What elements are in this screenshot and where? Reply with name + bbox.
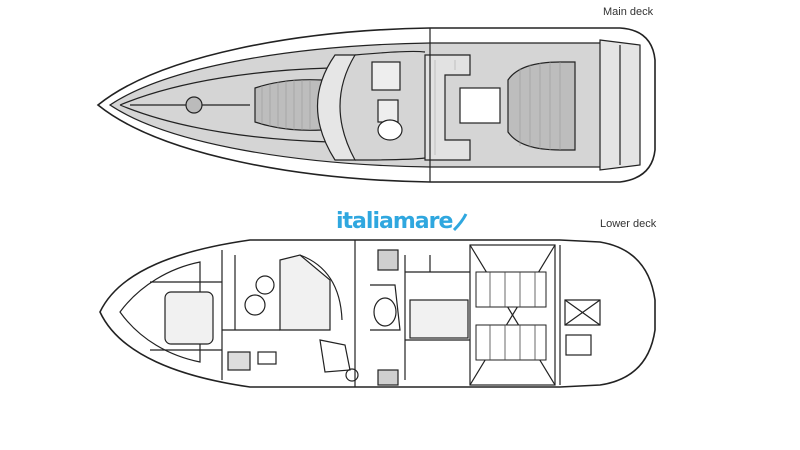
midship-toilet (373, 297, 397, 327)
helm-seat (377, 119, 403, 141)
aft-cabin-berth (409, 299, 469, 339)
bow-hatch (185, 96, 203, 114)
cockpit-seating (424, 54, 471, 161)
cockpit-table (459, 87, 501, 124)
forward-toilet (255, 275, 275, 295)
main-deck-label: Main deck (603, 6, 654, 18)
lower-deck-plan (99, 239, 656, 388)
lower-deck-label: Lower deck (600, 218, 657, 230)
port-engine (475, 271, 547, 308)
helm-console (371, 61, 401, 91)
bow-sunpad (254, 79, 323, 131)
galley-stove (377, 249, 399, 271)
saloon-seating (279, 254, 331, 331)
forward-berth (164, 291, 214, 345)
italiamare-watermark: italiamare (336, 208, 468, 234)
aft-sunpad (507, 61, 576, 151)
starboard-engine (475, 324, 547, 361)
watermark-swoosh-icon (453, 213, 468, 232)
main-deck-plan (96, 27, 656, 183)
